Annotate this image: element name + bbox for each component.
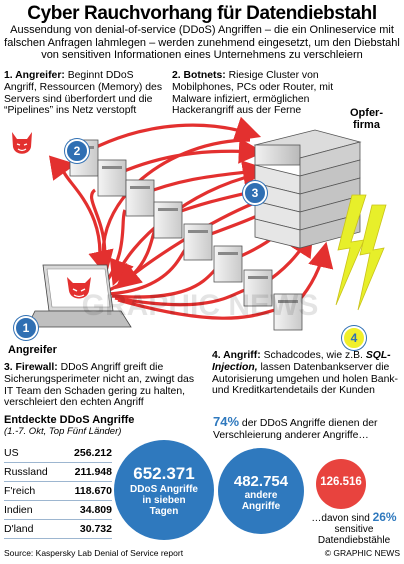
circle-data-theft: 126.516 xyxy=(316,459,366,509)
lightning-bolts xyxy=(335,194,387,311)
subtitle: Aussendung von denial-of-service (DDoS) … xyxy=(4,24,400,62)
page-title: Cyber Rauchvorhang für Datendiebstahl xyxy=(27,3,377,24)
stats-heading: Entdeckte DDoS Angriffe xyxy=(4,414,135,426)
badge-4: 4 xyxy=(342,326,366,350)
attacker-label: Angreifer xyxy=(8,344,57,356)
data-theft-note: …davon sind 26% sensitive Datendiebstähl… xyxy=(311,510,397,546)
devil-icon xyxy=(12,132,32,154)
circle-other-attacks: 482.754 andere Angriffe xyxy=(218,448,304,534)
step-2-text: 2. Botnets: Riesige Cluster von Mobilpho… xyxy=(172,70,334,117)
step-1-text: 1. Angreifer: Beginnt DDoS Angriff, Ress… xyxy=(4,70,167,118)
circle-ddos-total: 652.371 DDoS Angriffe in sieben Tagen xyxy=(114,440,214,540)
attacker-laptop xyxy=(26,264,132,328)
step-4-text: 4. Angriff: Schadcodes, wie z.B. SQL-Inj… xyxy=(212,350,399,397)
svg-text:GRAPHIC NEWS: GRAPHIC NEWS xyxy=(82,289,319,322)
highlight-text: 74% der DDoS Angriffe dienen der Verschl… xyxy=(213,414,378,441)
badge-2: 2 xyxy=(65,139,89,163)
source-note: Source: Kaspersky Lab Denial of Service … xyxy=(4,548,184,558)
stats-subheading: (1.-7. Okt, Top Fünf Länder) xyxy=(4,426,122,437)
ddos-illustration: GRAPHIC NEWS xyxy=(12,116,387,331)
copyright: © GRAPHIC NEWS xyxy=(324,548,400,558)
badge-1: 1 xyxy=(14,316,38,340)
badge-3: 3 xyxy=(243,181,267,205)
victim-label: Opfer- firma xyxy=(350,107,383,131)
botnet-computers xyxy=(69,139,303,331)
step-3-text: 3. Firewall: DDoS Angriff greift die Sic… xyxy=(4,362,195,409)
